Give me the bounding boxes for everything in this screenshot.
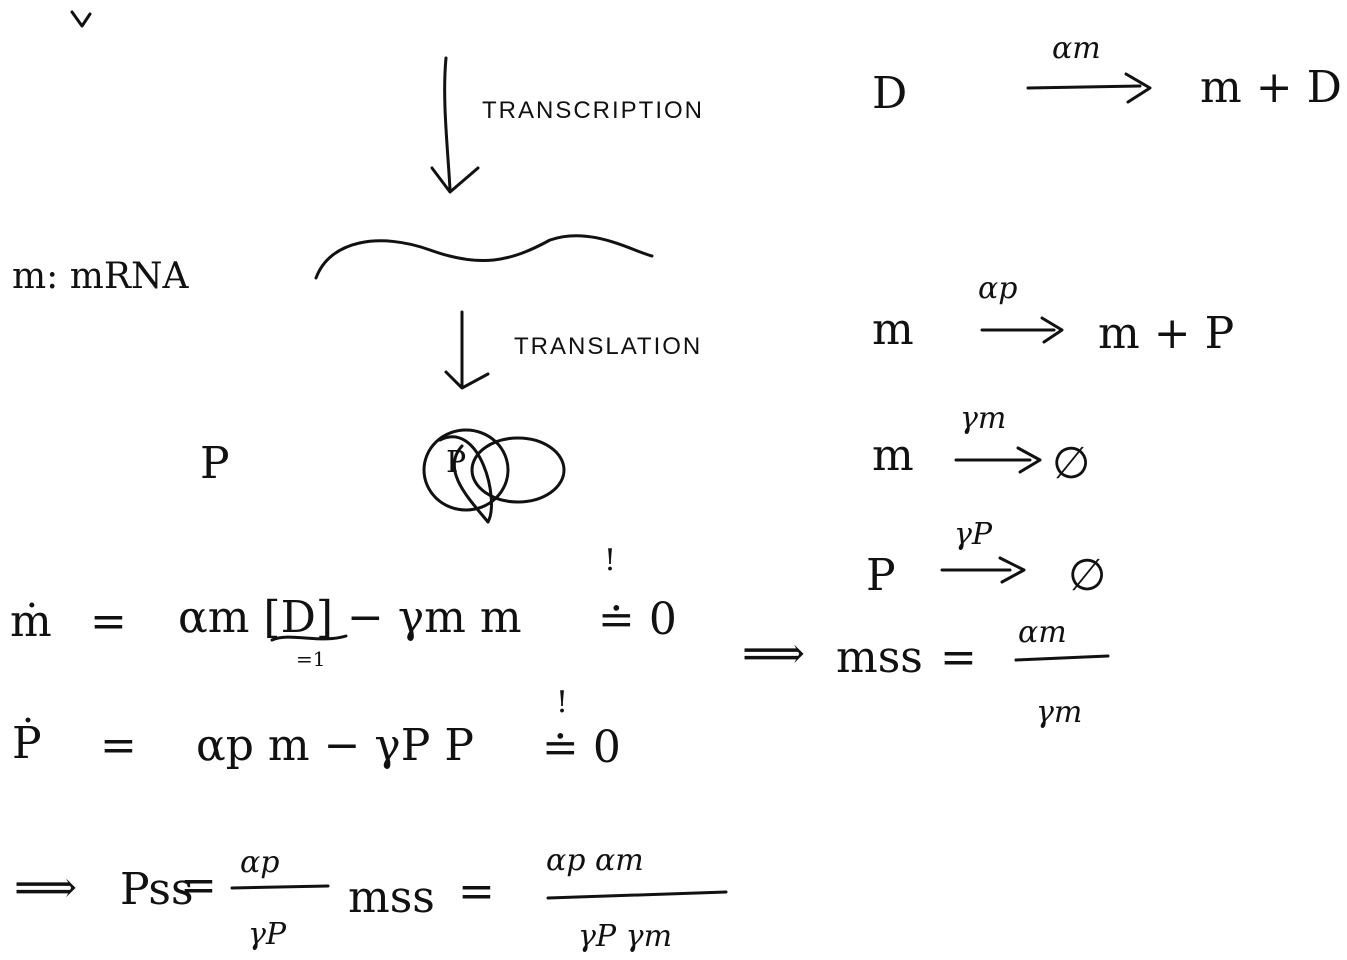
mrna-steady-state: ⟹ mss = αm γm [742, 615, 1110, 730]
reaction-product: ∅ [1052, 438, 1090, 489]
equation-set-zero: ≐ 0 [598, 594, 677, 645]
fraction-bar [230, 884, 330, 890]
reaction-reactant: P [866, 550, 896, 601]
reaction-mrna-degradation: m γm ∅ [872, 401, 1090, 489]
mrna-strand-squiggle [314, 234, 654, 280]
mrna-rate-equation: ṁ = αm [D] − γm m =1 ! ≐ 0 [10, 543, 677, 671]
equation-equals: = [90, 596, 127, 647]
reaction-product: m + D [1200, 62, 1342, 113]
protein-steady-state: ⟹ Pss = αp γP mss = αp αm γP γm [14, 843, 728, 954]
fraction-numerator: αp αm [546, 843, 644, 878]
reaction-protein-degradation: P γP ∅ [866, 517, 1106, 601]
protein-glyph: P [446, 445, 466, 480]
reaction-rate: γm [960, 401, 1006, 436]
reaction-reactant: m [872, 430, 914, 481]
translation-arrow [444, 310, 490, 390]
reaction-rate: αm [1052, 31, 1101, 66]
equation-equals: = [100, 720, 137, 771]
equation-rhs: αm [D] − γm m [178, 592, 522, 643]
equation-set-zero: ≐ 0 [542, 722, 621, 773]
annotation-tilde [270, 634, 348, 642]
fraction-numerator: αm [1018, 615, 1067, 650]
translation-label: TRANSLATION [514, 333, 702, 360]
fraction-denominator: γP γm [578, 919, 672, 954]
equation-lhs: Pss [120, 864, 194, 915]
reaction-arrow [980, 316, 1064, 344]
equation-lhs: ṁ [10, 596, 52, 647]
fraction-denominator: γP [248, 917, 287, 952]
reaction-reactant: D [872, 68, 907, 119]
fraction-denominator: γm [1036, 695, 1082, 730]
reaction-translation: m αp m + P [872, 271, 1234, 359]
reaction-arrow [954, 446, 1042, 474]
reaction-transcription: D αm m + D [872, 31, 1342, 119]
folded-protein-scribble: P [422, 428, 566, 524]
reaction-arrow [940, 556, 1026, 584]
transcription-label: TRANSCRIPTION [482, 97, 704, 124]
fraction-bar [546, 890, 728, 900]
equation-equals: = [458, 866, 495, 917]
reaction-arrow [1026, 72, 1152, 104]
equation-equals: = [940, 632, 977, 683]
equation-multiplier: mss [348, 872, 435, 923]
equation-lhs: mss [836, 632, 923, 683]
reaction-rate: γP [954, 517, 993, 552]
reaction-product: m + P [1098, 308, 1234, 359]
equation-rhs: αp m − γP P [196, 720, 474, 771]
protein-rate-equation: Ṗ = αp m − γP P ! ≐ 0 [12, 685, 621, 773]
equation-bang: ! [556, 685, 568, 720]
fraction-numerator: αp [240, 845, 279, 880]
reaction-rate: αp [978, 271, 1017, 306]
equation-equals: = [180, 860, 217, 911]
implies-arrow: ⟹ [742, 628, 805, 679]
equation-lhs: Ṗ [12, 716, 42, 769]
stray-tick-mark [70, 10, 92, 28]
mrna-label: m: mRNA [12, 256, 189, 297]
implies-arrow: ⟹ [14, 862, 77, 913]
equation-bang: ! [604, 543, 616, 578]
equation-annotation: =1 [296, 647, 325, 671]
protein-label: P [200, 438, 230, 489]
transcription-arrow [430, 56, 480, 194]
fraction-bar [1014, 654, 1110, 662]
reaction-reactant: m [872, 304, 914, 355]
reaction-product: ∅ [1068, 550, 1106, 601]
